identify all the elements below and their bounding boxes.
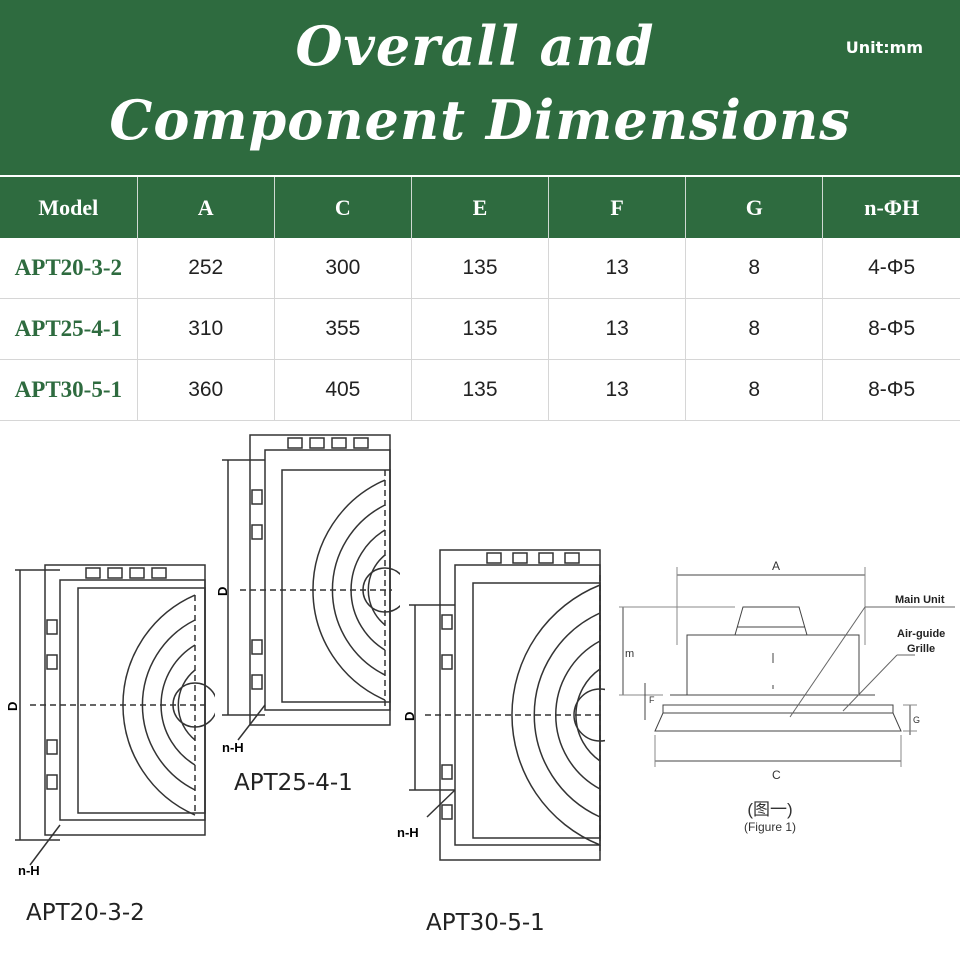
table-row: APT30-5-1 360 405 135 13 8 8-Φ5	[0, 359, 960, 421]
hole-label: n-H	[397, 825, 419, 840]
dim-m: m	[625, 648, 634, 660]
title-line-1: Overall and	[295, 14, 655, 78]
caption-apt20: APT20-3-2	[26, 900, 145, 926]
caption-apt25: APT25-4-1	[234, 770, 353, 796]
col-e: E	[410, 175, 549, 238]
dim-d: D	[5, 702, 20, 711]
col-f: F	[548, 175, 686, 238]
col-model: Model	[0, 175, 138, 238]
dim-a: A	[772, 559, 780, 573]
cell: 13	[548, 298, 686, 360]
cell: 13	[548, 238, 686, 299]
cell: 252	[136, 238, 275, 299]
table-header-row: Model A C E F G n-ΦH	[0, 175, 960, 238]
figure-1-side-view: A C m F G Main Unit Air-guide Grille	[619, 559, 955, 782]
cell: 360	[136, 359, 275, 421]
unit-label: Unit:mm	[845, 38, 923, 57]
dim-f: F	[649, 695, 655, 705]
cell: 8	[685, 238, 823, 299]
header-banner: Overall and Component Dimensions Unit:mm	[0, 0, 960, 175]
technical-drawings: D n-H APT20-3-2 D n-H APT25-4-1	[0, 420, 960, 960]
drawing-apt20: D n-H	[5, 564, 215, 878]
cell: 8	[685, 298, 823, 360]
label-grille: Grille	[907, 643, 935, 655]
caption-apt30: APT30-5-1	[426, 910, 545, 936]
drawing-apt25: D n-H	[215, 434, 400, 755]
cell: 310	[136, 298, 275, 360]
label-air-guide: Air-guide	[897, 628, 945, 640]
cell: 8-Φ5	[822, 359, 960, 421]
table-row: APT20-3-2 252 300 135 13 8 4-Φ5	[0, 238, 960, 299]
cell: 13	[548, 359, 686, 421]
col-c: C	[273, 175, 412, 238]
cell: 300	[273, 238, 412, 299]
dim-d: D	[215, 587, 230, 596]
col-g: G	[685, 175, 823, 238]
cell: 135	[410, 359, 549, 421]
hole-label: n-H	[18, 863, 40, 878]
cell: 8-Φ5	[822, 298, 960, 360]
dim-g: G	[913, 715, 920, 725]
table-row: APT25-4-1 310 355 135 13 8 8-Φ5	[0, 298, 960, 360]
figure-title-cn: (图一)	[747, 800, 793, 819]
dimension-table: Model A C E F G n-ΦH APT20-3-2 252 300 1…	[0, 175, 960, 421]
cell: 135	[410, 238, 549, 299]
cell-model: APT25-4-1	[0, 298, 138, 360]
col-a: A	[136, 175, 275, 238]
label-main-unit: Main Unit	[895, 594, 945, 606]
cell: 4-Φ5	[822, 238, 960, 299]
drawing-apt30: D n-H	[397, 549, 605, 861]
dim-d: D	[402, 712, 417, 721]
cell: 355	[273, 298, 412, 360]
cell-model: APT20-3-2	[0, 238, 138, 299]
cell-model: APT30-5-1	[0, 359, 138, 421]
title-line-2: Component Dimensions	[109, 88, 851, 152]
cell: 135	[410, 298, 549, 360]
hole-label: n-H	[222, 740, 244, 755]
cell: 405	[273, 359, 412, 421]
cell: 8	[685, 359, 823, 421]
dim-c: C	[772, 768, 781, 782]
col-nh: n-ΦH	[822, 175, 960, 238]
figure-title-en: (Figure 1)	[743, 820, 796, 834]
